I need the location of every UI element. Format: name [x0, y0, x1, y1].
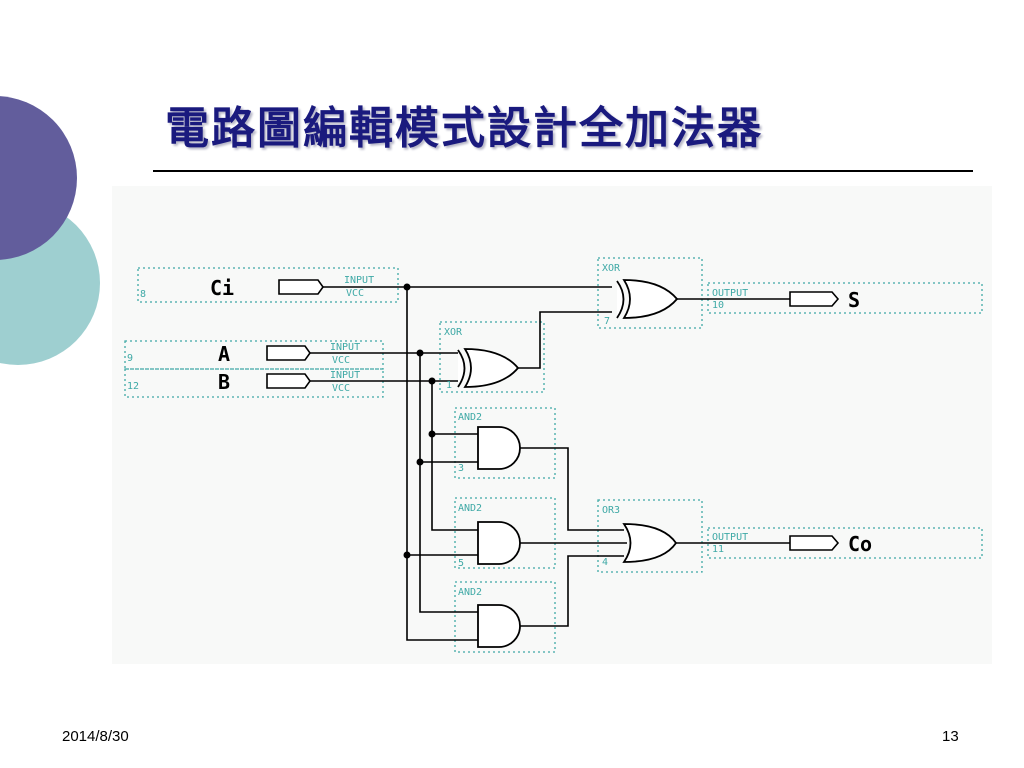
junctions	[403, 283, 436, 559]
or3-gate-carry	[622, 523, 678, 563]
schematic-background	[112, 186, 992, 664]
wire-a-bus	[419, 353, 478, 613]
slide-page-number: 13	[942, 728, 959, 745]
input-a-box	[124, 340, 384, 370]
junction-a	[416, 349, 424, 357]
and-gate-bci	[477, 521, 521, 565]
pin-number-label: 8	[140, 289, 146, 300]
purple-circle	[0, 96, 77, 260]
symbol-boxes	[124, 257, 983, 653]
and2-bottom-box	[454, 581, 556, 653]
junction-a-and1	[416, 458, 424, 466]
gate-type-label: AND2	[458, 587, 482, 598]
and2-top-box	[454, 407, 556, 479]
pin-type-label: INPUT	[344, 275, 374, 286]
xor-gate-sum	[616, 279, 679, 319]
slide-title: 電路圖編輯模式設計全加法器	[165, 103, 763, 154]
gate-type-label: XOR	[444, 327, 463, 338]
gate-inst-label: 3	[458, 463, 464, 474]
and-gate-ab	[477, 426, 521, 470]
input-ci-box	[137, 267, 399, 303]
pin-type-label: INPUT	[330, 342, 360, 353]
pin-sub-label: VCC	[332, 383, 350, 394]
signal-names: Ci A B S Co	[210, 276, 872, 556]
xor-gate-ab	[457, 348, 520, 388]
output-co-box	[707, 527, 983, 559]
signal-name-a: A	[218, 342, 230, 366]
junction-b	[428, 377, 436, 385]
pin-number-label: 10	[712, 300, 724, 311]
wire-and3-to-or	[520, 555, 624, 627]
pin-sub-label: VCC	[346, 288, 364, 299]
junction-ci-and2	[403, 551, 411, 559]
signal-name-co: Co	[848, 532, 872, 556]
input-b-box	[124, 368, 384, 398]
xor-mid-box	[439, 321, 545, 393]
or3-box	[597, 499, 703, 573]
pin-sub-label: VCC	[332, 355, 350, 366]
signal-name-s: S	[848, 288, 860, 312]
decorative-circles	[0, 96, 100, 365]
logic-gates	[457, 279, 679, 648]
gate-type-label: XOR	[602, 263, 621, 274]
signal-name-ci: Ci	[210, 276, 234, 300]
output-pin-co-symbol	[789, 535, 840, 551]
pin-type-label: OUTPUT	[712, 532, 748, 543]
wire-ci-bus	[406, 287, 478, 641]
input-pin-a-symbol	[266, 345, 311, 361]
gate-type-label: AND2	[458, 503, 482, 514]
output-s-box	[707, 282, 983, 314]
gate-inst-label: 5	[458, 558, 464, 569]
output-pin-s-symbol	[789, 291, 840, 307]
gate-type-label: AND2	[458, 412, 482, 423]
and2-mid-box	[454, 497, 556, 569]
gate-inst-label: 7	[604, 316, 610, 327]
gate-inst-label: 1	[446, 380, 452, 391]
input-pin-ci-symbol	[278, 279, 324, 295]
pin-number-label: 12	[127, 381, 139, 392]
pin-number-label: 9	[127, 353, 133, 364]
pin-symbols	[266, 279, 840, 551]
xor-top-box	[597, 257, 703, 329]
and-gate-aci	[477, 604, 521, 648]
wire-xor1-to-xor2	[518, 311, 612, 369]
title-underline	[153, 170, 973, 172]
gate-type-label: OR3	[602, 505, 620, 516]
input-pin-b-symbol	[266, 373, 311, 389]
junction-ci	[403, 283, 411, 291]
pin-labels: INPUT VCC INPUT VCC INPUT VCC OUTPUT OUT…	[127, 275, 748, 555]
pin-number-label: 11	[712, 544, 724, 555]
junction-b-and1	[428, 430, 436, 438]
pin-type-label: OUTPUT	[712, 288, 748, 299]
gate-inst-label: 4	[602, 557, 608, 568]
gate-labels: XOR 7 XOR 1 AND2 3 AND2 5 AND2 OR3 4	[444, 263, 621, 598]
wire-and1-to-or	[520, 447, 624, 531]
signal-name-b: B	[218, 370, 230, 394]
pin-type-label: INPUT	[330, 370, 360, 381]
slide-date: 2014/8/30	[62, 728, 129, 745]
